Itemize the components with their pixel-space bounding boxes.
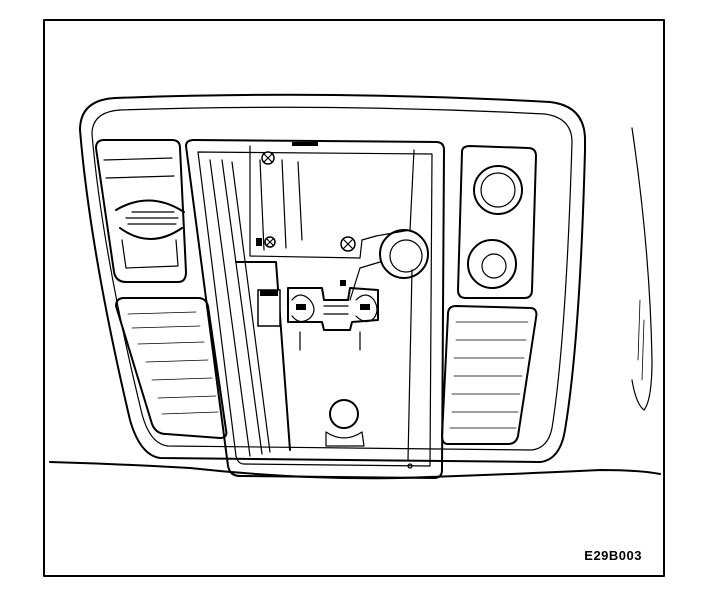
headliner-side-hatch <box>637 299 645 381</box>
map-lamp-socket <box>349 229 429 301</box>
left-screw <box>264 236 276 248</box>
console-bezel-outer <box>79 93 586 463</box>
console-bezel-inner <box>91 106 573 451</box>
headliner-contour <box>49 461 661 480</box>
left-upper-housing <box>95 139 187 283</box>
figure-frame <box>43 19 665 577</box>
figure-code: E29B003 <box>584 548 642 563</box>
right-lamp-lens <box>441 305 538 445</box>
right-switch-housing <box>457 145 537 299</box>
bulb-clip-assembly <box>287 280 379 351</box>
lower-mounting-hole <box>325 399 365 447</box>
upper-screw <box>261 151 275 165</box>
wire-connector <box>257 289 281 327</box>
lower-switch-knob <box>467 239 517 289</box>
headliner-side-edge <box>631 127 653 411</box>
left-lamp-lens <box>115 297 228 439</box>
upper-switch-knob <box>473 165 523 215</box>
right-screw <box>340 236 356 252</box>
center-compartment <box>185 139 445 479</box>
